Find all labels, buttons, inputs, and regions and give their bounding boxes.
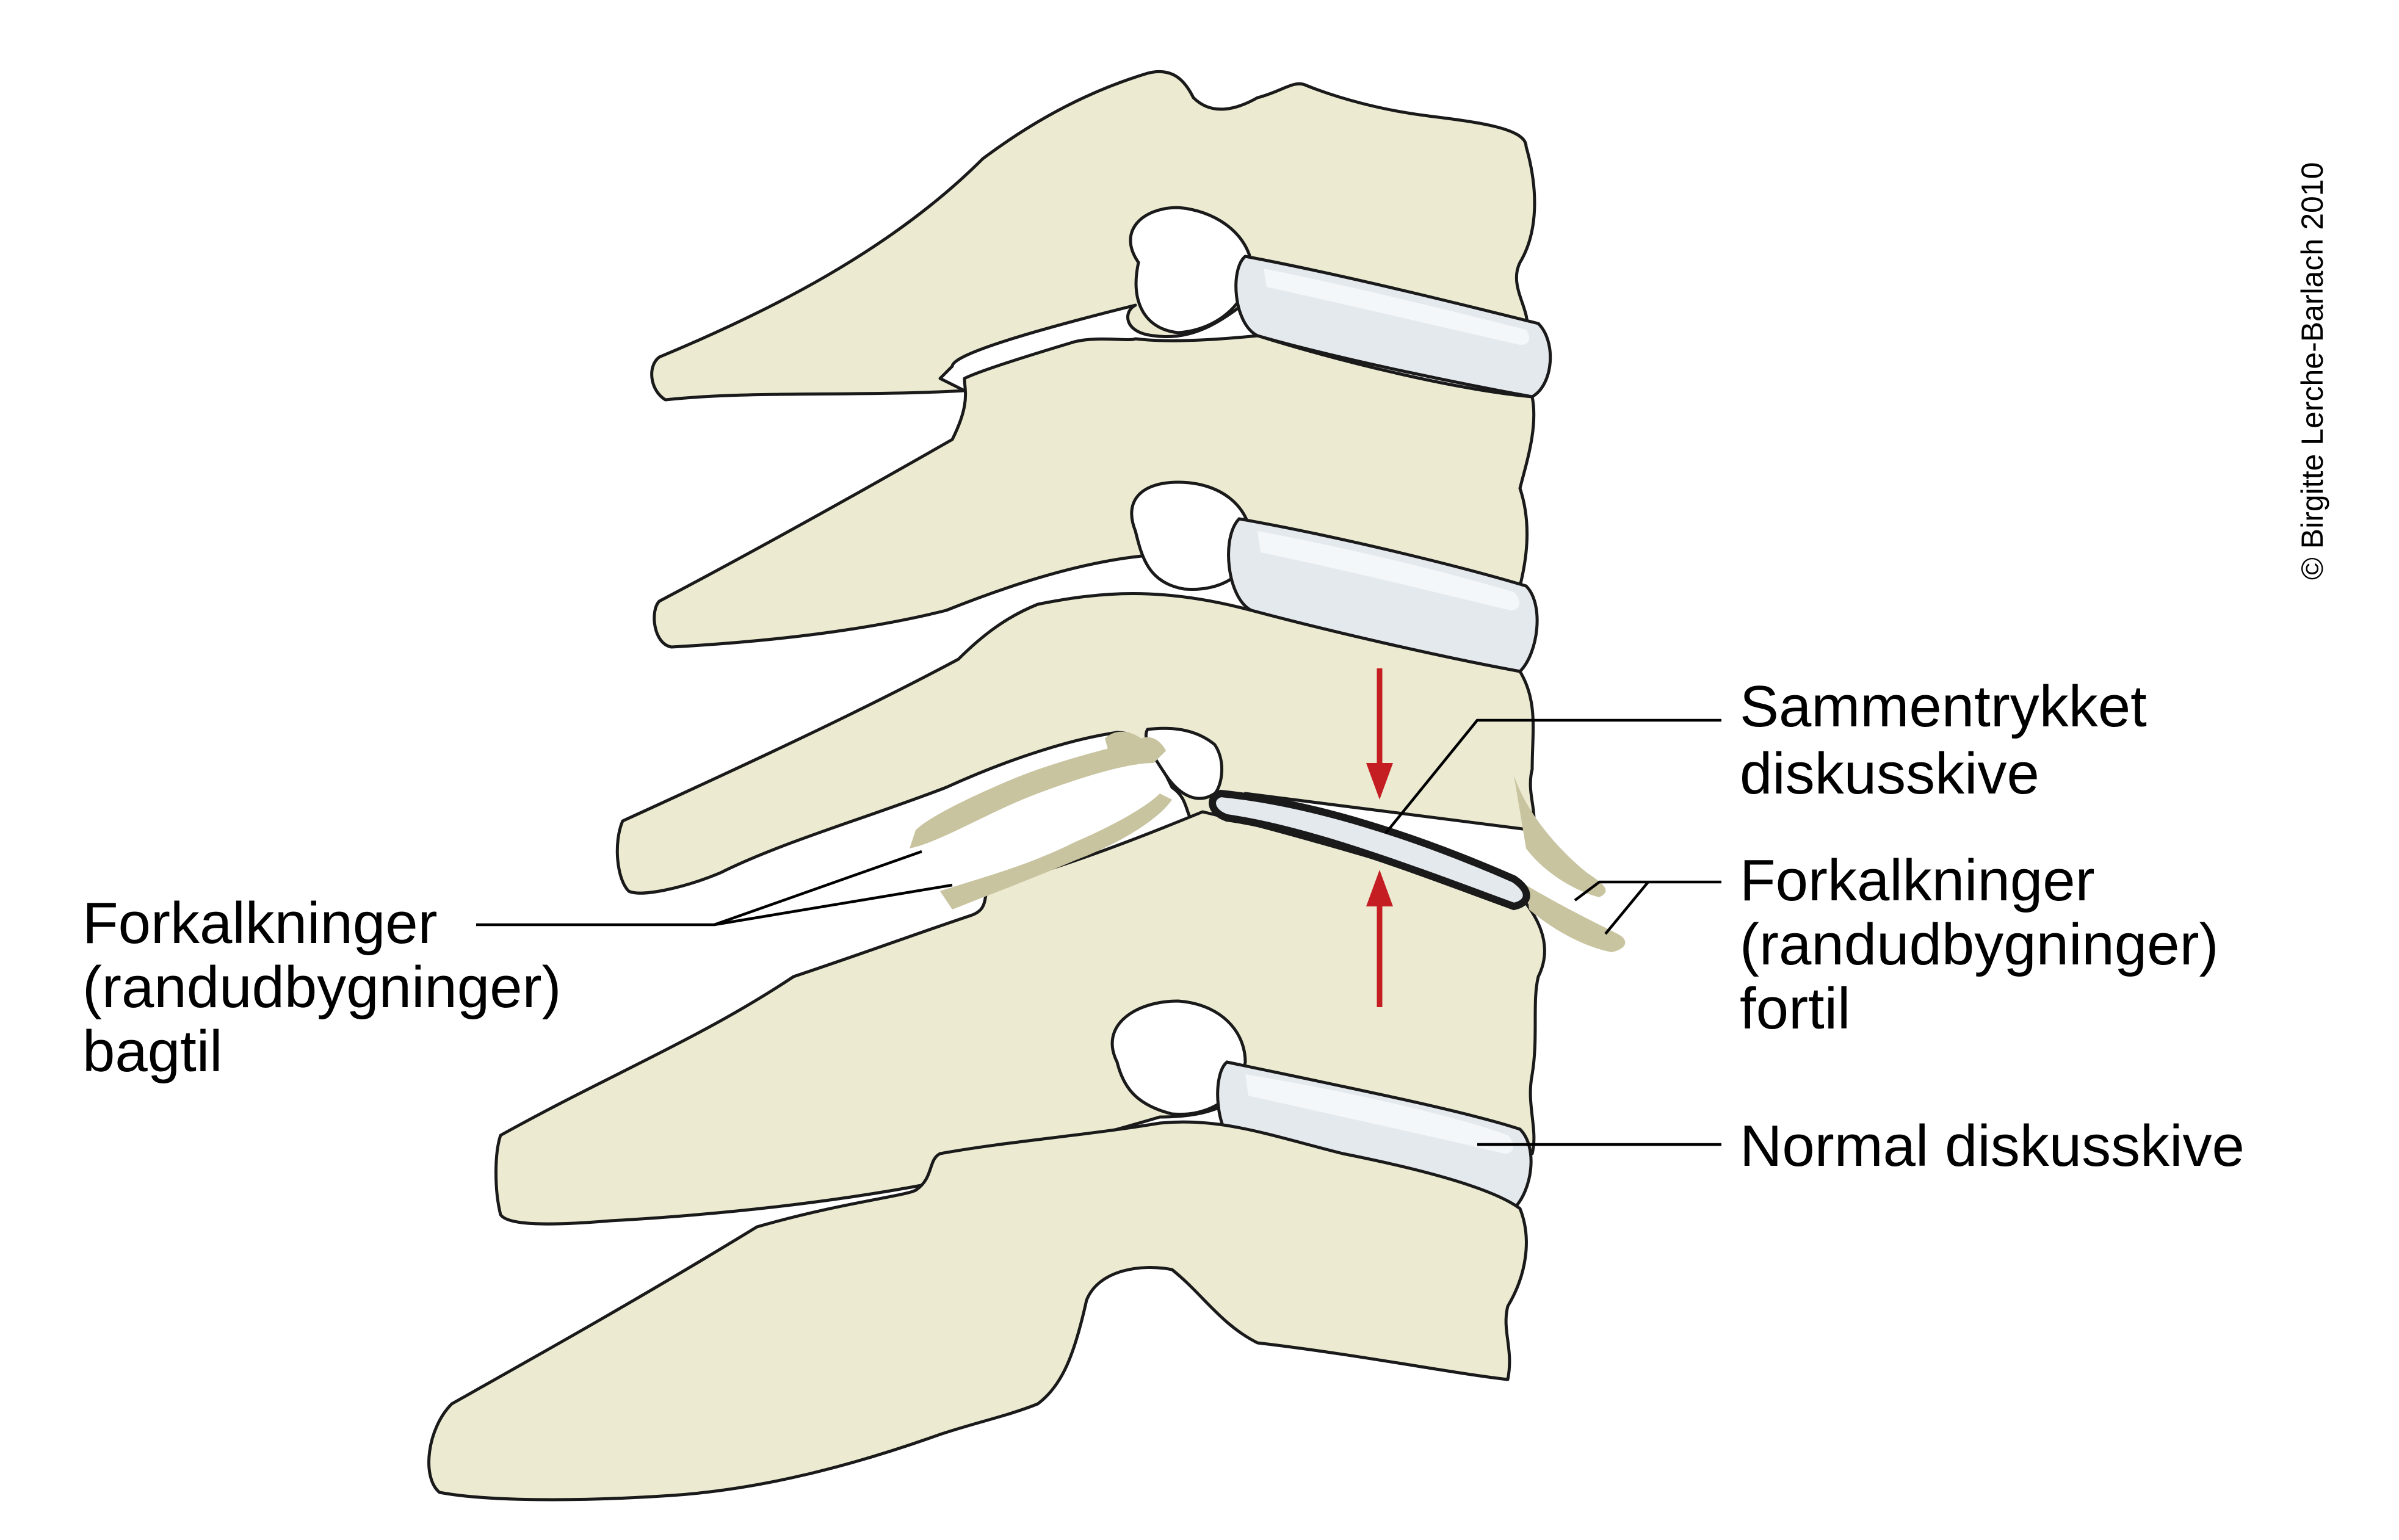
compression-arrow-up: [1366, 870, 1393, 1007]
copyright-notice: © Birgitte Lerche-Barlach 2010: [2295, 162, 2329, 580]
compressed-disc: [1209, 789, 1530, 911]
label-calc-back: Forkalkninger (randudbygninger) bagtil: [82, 891, 562, 1084]
vertebra-3: [615, 592, 1536, 895]
vertebra-4: [494, 810, 1546, 1226]
label-calc-front-line3: fortil: [1740, 976, 1850, 1041]
label-calc-front: Forkalkninger (randudbygninger) fortil: [1740, 848, 2219, 1041]
label-calc-back-line2: (randudbygninger): [82, 955, 562, 1020]
label-normal-disc: Normal diskusskive: [1740, 1113, 2245, 1179]
compression-arrow-down: [1366, 668, 1393, 800]
vertebra-1: [650, 70, 1536, 402]
label-calc-front-line1: Forkalkninger: [1740, 848, 2095, 913]
calcifications-posterior: [910, 731, 1172, 909]
label-calc-back-line3: bagtil: [82, 1019, 223, 1084]
label-compressed-disc: Sammentrykket diskusskive: [1740, 674, 2147, 806]
vertebra-2: [653, 334, 1536, 649]
leader-calc-back: [476, 850, 953, 927]
label-compressed-disc-line2: diskusskive: [1740, 741, 2039, 806]
leader-compressed-disc: [1384, 718, 1721, 834]
label-compressed-disc-line1: Sammentrykket: [1740, 674, 2147, 739]
vertebra-5: [427, 1120, 1528, 1502]
label-calc-front-line2: (randudbygninger): [1740, 912, 2219, 977]
leader-calc-front: [1574, 880, 1721, 935]
label-calc-back-line1: Forkalkninger: [82, 891, 438, 956]
